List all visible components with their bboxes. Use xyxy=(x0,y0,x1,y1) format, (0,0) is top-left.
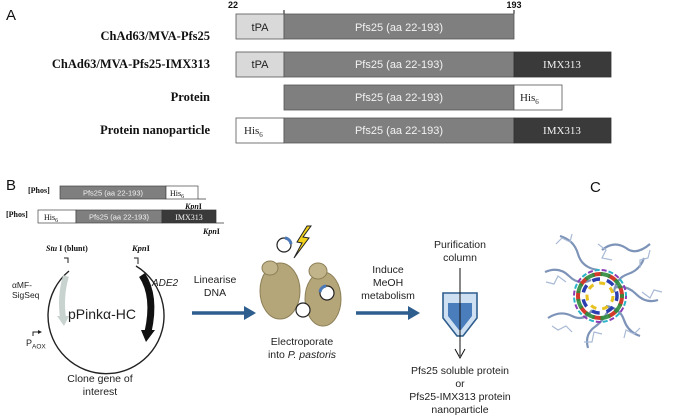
construct-row-3: Pfs25 (aa 22-193) His6 xyxy=(283,84,563,111)
kpni-label: KpnI xyxy=(184,202,202,211)
paox-label: PAOX xyxy=(26,338,46,351)
sigseq-label: SigSeq xyxy=(12,290,40,300)
tpa-segment xyxy=(235,51,285,78)
yeast-cells-illustration xyxy=(259,225,342,327)
result-line3: Pfs25-IMX313 protein xyxy=(409,391,511,403)
construct-b-2: [Phos] His6 Pfs25 (aa 22-193) IMX313 Kpn… xyxy=(6,209,224,236)
phos-label: [Phos] xyxy=(28,186,50,195)
amf-sigseq-arrow xyxy=(59,275,69,319)
pfs25-domain xyxy=(612,257,646,293)
ade2-label: ADE2 xyxy=(151,278,179,289)
protein-structure-illustration xyxy=(544,233,663,349)
result-line1: Pfs25 soluble protein xyxy=(411,365,509,377)
his6-label: His6 xyxy=(44,213,58,224)
row-label-pfs25: ChAd63/MVA-Pfs25 xyxy=(101,29,211,43)
process-arrow-2 xyxy=(356,306,420,320)
tpa-label: tPA xyxy=(252,22,270,34)
pfs25-segment xyxy=(283,84,515,111)
purification-label-line2: column xyxy=(443,252,477,264)
panel-label-a: A xyxy=(6,7,16,24)
panel-label-b: B xyxy=(6,177,16,194)
pfs25-label: Pfs25 (aa 22-193) xyxy=(89,213,150,222)
ade2-arrow xyxy=(138,273,155,333)
pfs25-segment xyxy=(283,51,515,78)
kpni-label: KpnI xyxy=(202,227,220,236)
pfs25-label: Pfs25 (aa 22-193) xyxy=(355,59,443,71)
imx313-label: IMX313 xyxy=(543,59,581,71)
purification-column-icon xyxy=(442,268,478,360)
plasmid-name: pPinkα-HC xyxy=(68,306,136,322)
his6-label: His6 xyxy=(244,125,263,139)
imx313-segment xyxy=(513,117,612,144)
induce-label-line1: Induce xyxy=(372,264,404,276)
yeast-bud xyxy=(261,260,279,276)
construct-row-4: His6 Pfs25 (aa 22-193) IMX313 xyxy=(235,117,612,144)
plasmid-circle xyxy=(276,237,292,253)
pfs25-label: Pfs25 (aa 22-193) xyxy=(83,189,144,198)
imx313-label: IMX313 xyxy=(175,213,203,222)
plasmid-map: Stu I (blunt) KpnI αMF- SigSeq ADE2 PAOX… xyxy=(12,243,179,375)
row-label-pfs25-imx313: ChAd63/MVA-Pfs25-IMX313 xyxy=(52,57,210,71)
pfs25-segment xyxy=(283,13,515,40)
electroporate-label: Electroporate xyxy=(271,336,334,348)
pfs25-domain xyxy=(559,234,599,272)
pfs25-domain xyxy=(601,243,651,253)
construct-b-1: [Phos] Pfs25 (aa 22-193) His6 KpnI xyxy=(28,185,206,211)
his6-segment xyxy=(513,84,563,111)
kpni-plasmid-label: KpnI xyxy=(131,243,151,253)
purification-label-line1: Purification xyxy=(434,239,486,251)
his6-label: His6 xyxy=(520,92,539,106)
construct-row-2: tPA Pfs25 (aa 22-193) IMX313 xyxy=(235,51,612,78)
plasmid-circle xyxy=(319,285,335,301)
panel-label-c: C xyxy=(590,179,601,196)
row-label-protein: Protein xyxy=(171,90,210,104)
pfs25-label: Pfs25 (aa 22-193) xyxy=(355,22,443,34)
his6-label: His6 xyxy=(170,189,184,200)
yeast-cell xyxy=(259,262,301,320)
pfs25-segment xyxy=(283,117,515,144)
plasmid-backbone xyxy=(47,265,165,375)
linearise-label-line1: Linearise xyxy=(194,274,237,286)
yeast-bud xyxy=(308,262,328,280)
row-label-protein-nanoparticle: Protein nanoparticle xyxy=(100,123,210,137)
pfs25-label: Pfs25 (aa 22-193) xyxy=(355,92,443,104)
imx313-segment xyxy=(161,209,217,224)
process-arrow-1 xyxy=(192,306,256,320)
pfs25-label: Pfs25 (aa 22-193) xyxy=(355,125,443,137)
stui-label: Stu I (blunt) xyxy=(46,244,88,253)
clone-gene-caption-line2: interest xyxy=(83,386,118,398)
induce-label-line3: metabolism xyxy=(361,290,415,302)
plasmid-circle xyxy=(295,302,311,318)
result-line4: nanoparticle xyxy=(431,404,488,416)
his6-segment xyxy=(165,185,199,200)
position-start-label: 22 xyxy=(228,0,238,10)
amf-label: αMF- xyxy=(12,280,32,290)
imx313-segment xyxy=(513,51,612,78)
lightning-icon xyxy=(293,225,312,259)
position-end-label: 193 xyxy=(506,0,521,10)
induce-label-line2: MeOH xyxy=(373,277,403,289)
into-pastoris-label: into P. pastoris xyxy=(268,349,337,361)
tpa-label: tPA xyxy=(252,59,270,71)
phos-label: [Phos] xyxy=(6,210,28,219)
clone-gene-caption-line1: Clone gene of xyxy=(67,373,132,385)
result-line2: or xyxy=(455,378,465,390)
construct-row-1: tPA Pfs25 (aa 22-193) xyxy=(235,13,515,40)
linearise-label-line2: DNA xyxy=(204,287,226,299)
imx313-label: IMX313 xyxy=(543,125,581,137)
